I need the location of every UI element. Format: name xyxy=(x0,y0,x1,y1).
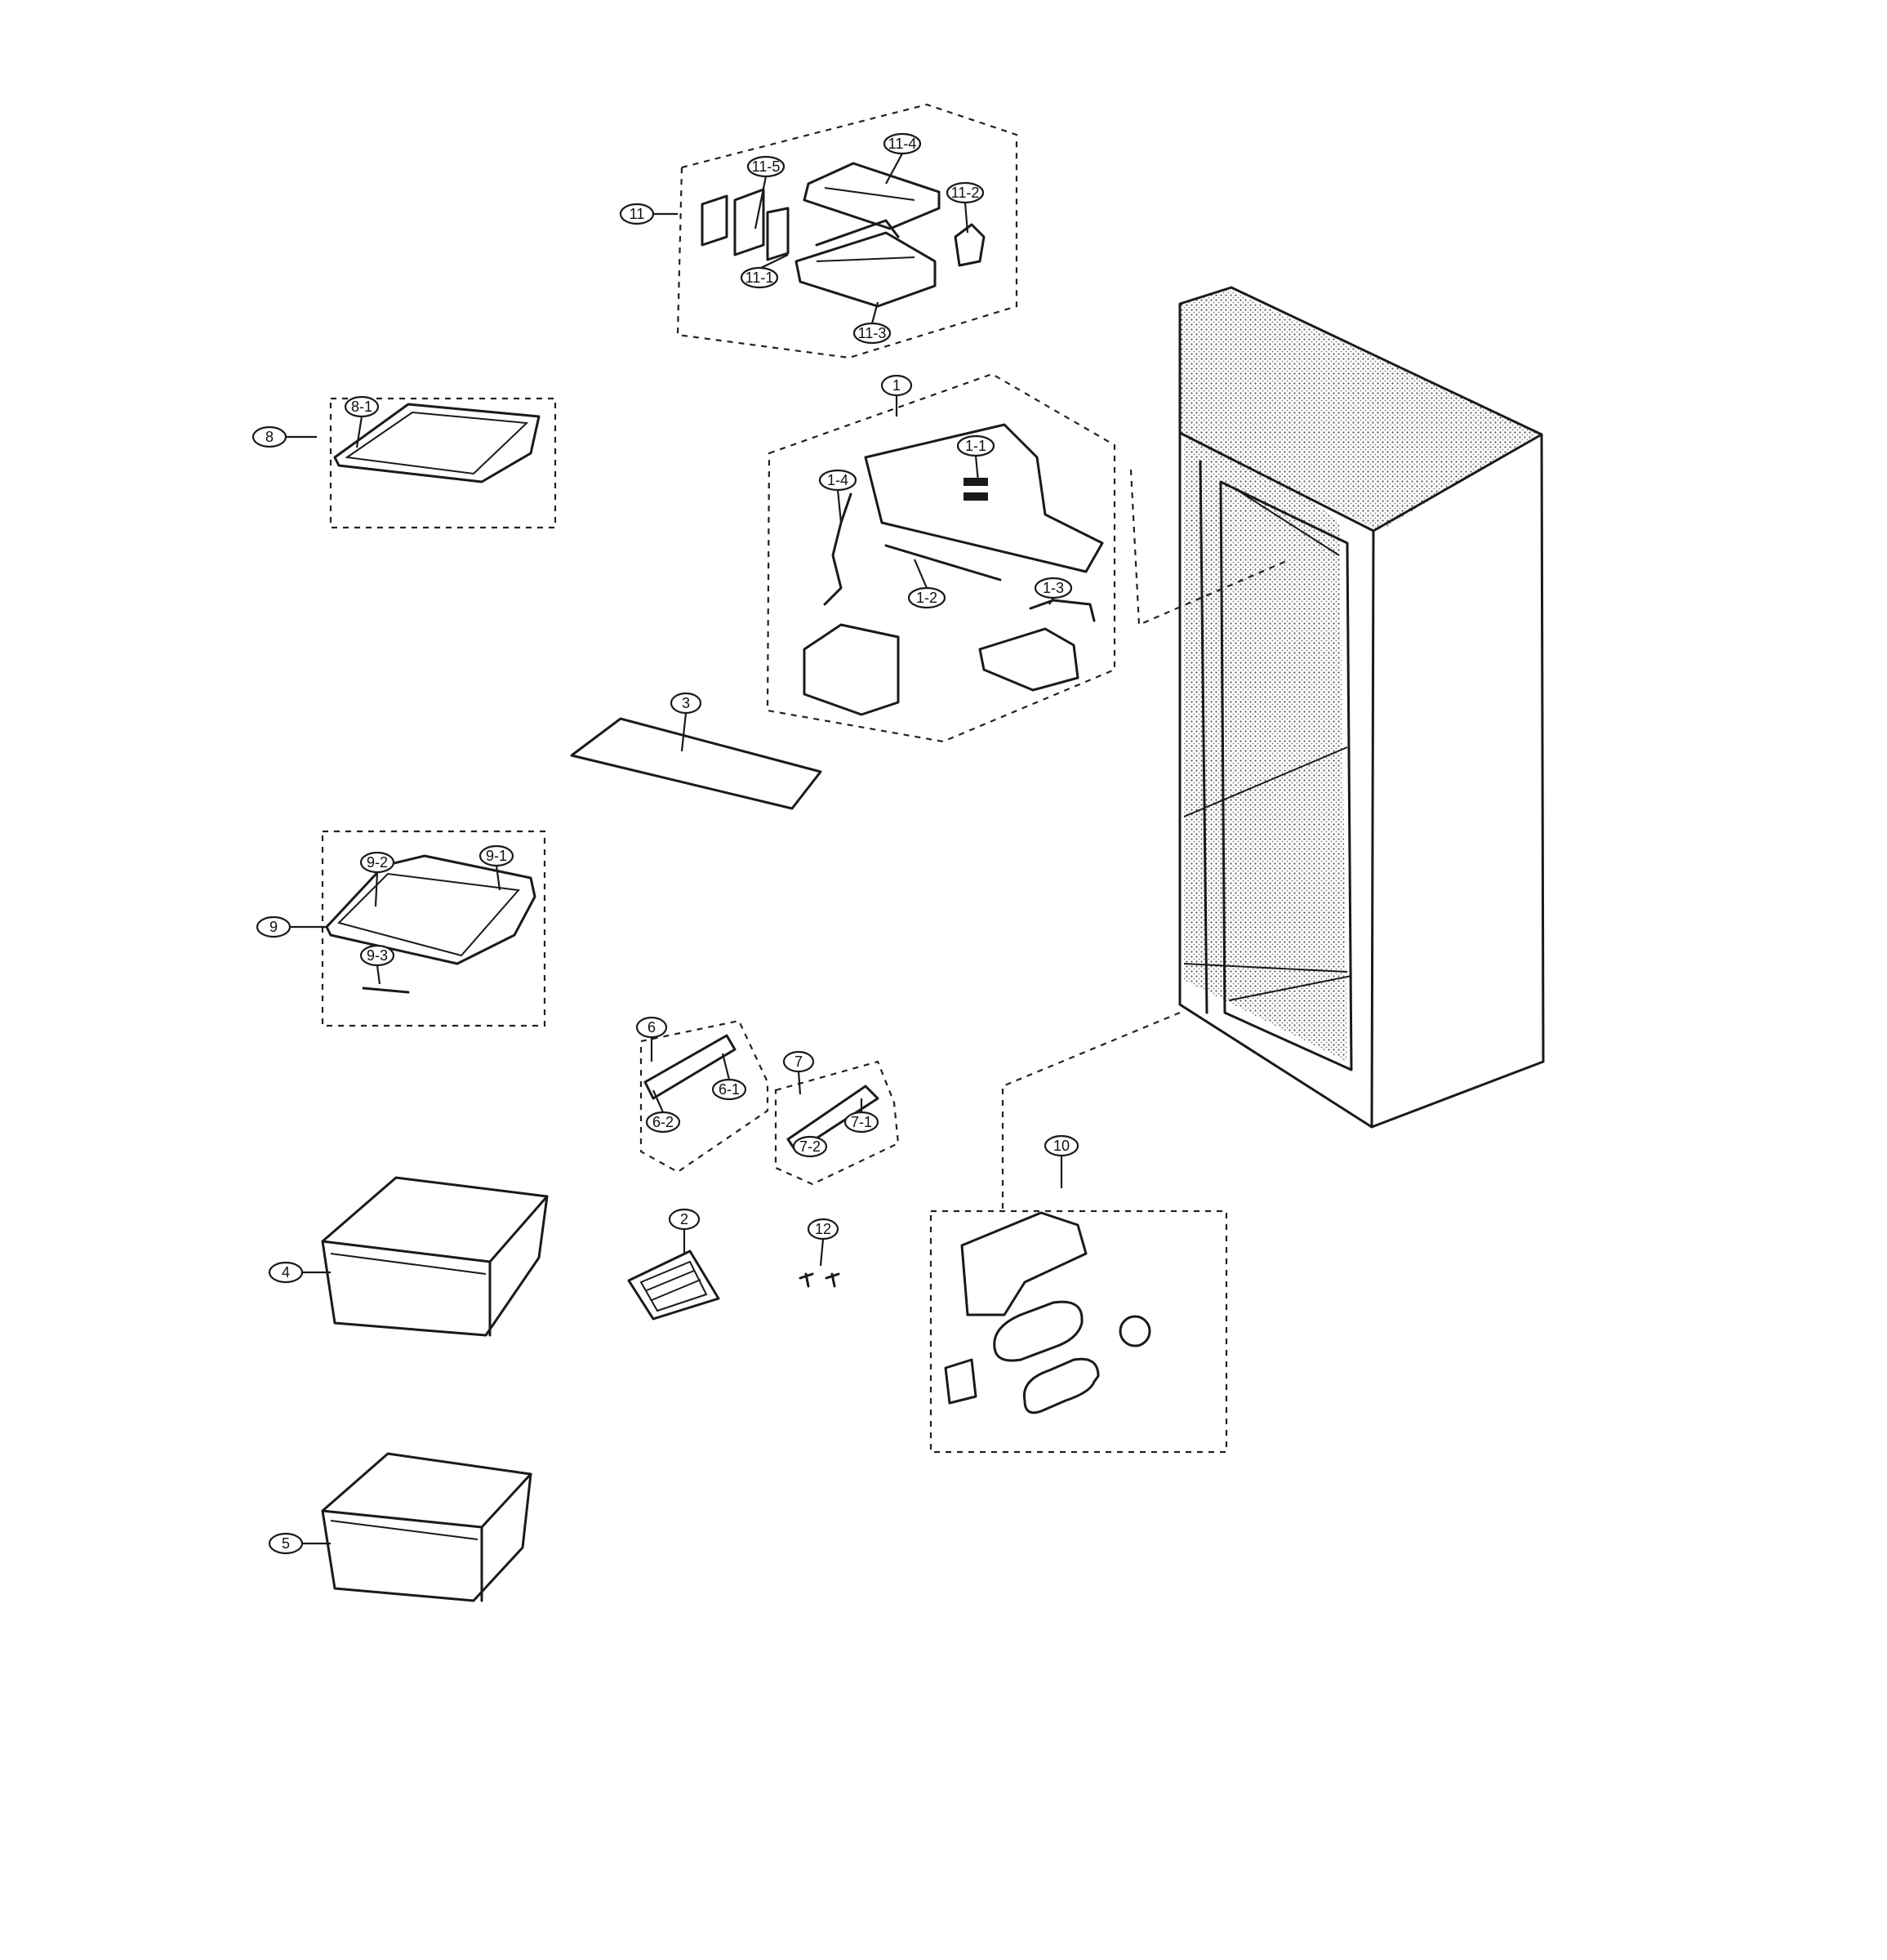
callout-4: 4 xyxy=(268,1261,331,1284)
svg-text:6-2: 6-2 xyxy=(652,1114,674,1130)
svg-text:9-1: 9-1 xyxy=(486,848,507,864)
svg-text:2: 2 xyxy=(680,1211,688,1227)
callout-6: 6 xyxy=(635,1016,668,1062)
callout-9-3: 9-3 xyxy=(359,944,395,985)
svg-text:7: 7 xyxy=(794,1054,803,1070)
water-filter-group xyxy=(929,1011,1228,1454)
callout-11-5: 11-5 xyxy=(746,155,786,229)
callout-10: 10 xyxy=(1044,1134,1079,1188)
callout-5: 5 xyxy=(268,1532,331,1555)
svg-text:11-4: 11-4 xyxy=(888,136,917,152)
svg-text:1-4: 1-4 xyxy=(827,472,848,488)
svg-text:11-5: 11-5 xyxy=(752,158,781,175)
rail-7-group xyxy=(774,1060,900,1186)
svg-text:7-1: 7-1 xyxy=(851,1114,872,1130)
callout-7-1: 7-1 xyxy=(843,1098,879,1134)
callout-11-4: 11-4 xyxy=(883,132,922,185)
callout-2: 2 xyxy=(668,1208,701,1254)
callout-3: 3 xyxy=(670,692,702,752)
svg-text:3: 3 xyxy=(682,695,690,711)
callout-8-1: 8-1 xyxy=(344,395,380,448)
svg-text:11-2: 11-2 xyxy=(951,185,980,201)
callout-11-2: 11-2 xyxy=(946,181,985,234)
svg-text:6: 6 xyxy=(648,1019,656,1036)
callout-8: 8 xyxy=(251,425,317,448)
callout-9-1: 9-1 xyxy=(478,844,514,891)
filter-part-2 xyxy=(627,1250,720,1321)
cover-plate-3 xyxy=(570,717,822,810)
callout-7-2: 7-2 xyxy=(792,1135,828,1158)
ice-maker-assembly-group xyxy=(676,103,1018,359)
svg-text:4: 4 xyxy=(282,1264,290,1281)
callout-9: 9 xyxy=(256,915,327,938)
callout-6-2: 6-2 xyxy=(645,1089,681,1134)
svg-text:8: 8 xyxy=(265,429,274,445)
callout-1-2: 1-2 xyxy=(907,559,946,609)
callout-1-3: 1-3 xyxy=(1034,577,1073,605)
callout-1-4: 1-4 xyxy=(818,469,857,523)
svg-text:9-3: 9-3 xyxy=(367,947,388,964)
svg-text:6-1: 6-1 xyxy=(719,1081,740,1098)
callout-1-1: 1-1 xyxy=(956,434,995,483)
callout-12: 12 xyxy=(807,1218,839,1267)
callout-1: 1 xyxy=(880,374,913,416)
crisper-drawer-4 xyxy=(321,1176,549,1337)
callout-6-1: 6-1 xyxy=(711,1053,747,1101)
crisper-drawer-5 xyxy=(321,1452,532,1602)
control-assembly-group xyxy=(766,372,1291,743)
callout-11-3: 11-3 xyxy=(852,301,892,345)
callout-11: 11 xyxy=(619,203,678,225)
svg-text:11: 11 xyxy=(630,206,645,222)
shelf-8-group xyxy=(329,397,557,529)
callout-7: 7 xyxy=(782,1050,815,1095)
screws-12 xyxy=(799,1272,840,1288)
svg-text:5: 5 xyxy=(282,1535,290,1552)
callout-9-2: 9-2 xyxy=(359,851,395,907)
svg-text:9: 9 xyxy=(269,919,278,935)
svg-text:1-1: 1-1 xyxy=(965,438,986,454)
shelf-9-group xyxy=(321,830,546,1027)
rail-6-group xyxy=(639,1019,769,1174)
svg-text:7-2: 7-2 xyxy=(799,1138,821,1155)
refrigerator-cabinet xyxy=(1178,286,1545,1129)
svg-text:11-3: 11-3 xyxy=(858,325,887,341)
svg-text:8-1: 8-1 xyxy=(351,399,372,415)
svg-text:9-2: 9-2 xyxy=(367,854,388,871)
svg-text:10: 10 xyxy=(1053,1138,1070,1154)
svg-text:1: 1 xyxy=(892,377,901,394)
svg-text:11-1: 11-1 xyxy=(745,270,774,286)
callout-11-1: 11-1 xyxy=(740,254,789,289)
svg-text:12: 12 xyxy=(815,1221,831,1237)
svg-text:1-2: 1-2 xyxy=(916,590,937,606)
svg-text:1-3: 1-3 xyxy=(1043,580,1064,596)
